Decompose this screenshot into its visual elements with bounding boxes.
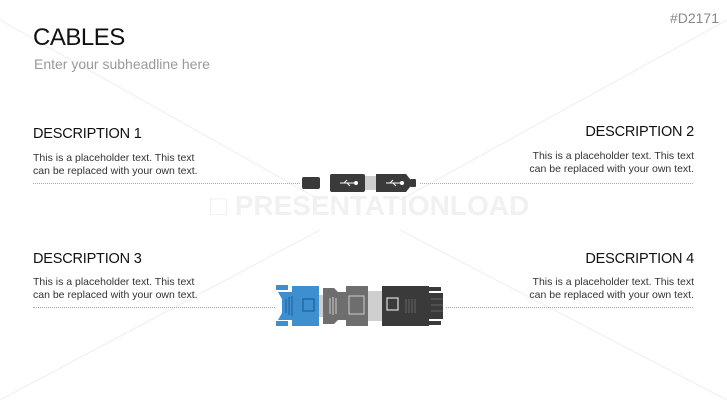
text-line: This is a placeholder text. This text [33, 276, 195, 288]
slide-code: #D2171 [669, 10, 719, 26]
divider [446, 307, 693, 308]
description-1-heading: DESCRIPTION 1 [33, 126, 142, 142]
text-line: can be replaced with your own text. [529, 289, 694, 301]
slide-title: CABLES [33, 24, 125, 51]
divider [420, 183, 693, 184]
watermark-logo: □ PRESENTATIONLOAD [210, 190, 530, 221]
text-line: can be replaced with your own text. [33, 289, 198, 301]
text-line: This is a placeholder text. This text [532, 276, 694, 288]
divider [33, 307, 275, 308]
description-2-heading: DESCRIPTION 2 [585, 124, 694, 140]
usb-connector-icon [302, 174, 416, 192]
text-line: can be replaced with your own text. [529, 163, 694, 175]
text-line: This is a placeholder text. This text [33, 152, 195, 164]
text-line: This is a placeholder text. This text [532, 150, 694, 162]
text-line: can be replaced with your own text. [33, 165, 198, 177]
description-4-heading: DESCRIPTION 4 [585, 251, 694, 267]
description-3-heading: DESCRIPTION 3 [33, 251, 142, 267]
divider [33, 183, 300, 184]
slide-subheadline: Enter your subheadline here [34, 56, 210, 72]
dvi-vga-adapter-icon [276, 285, 443, 326]
